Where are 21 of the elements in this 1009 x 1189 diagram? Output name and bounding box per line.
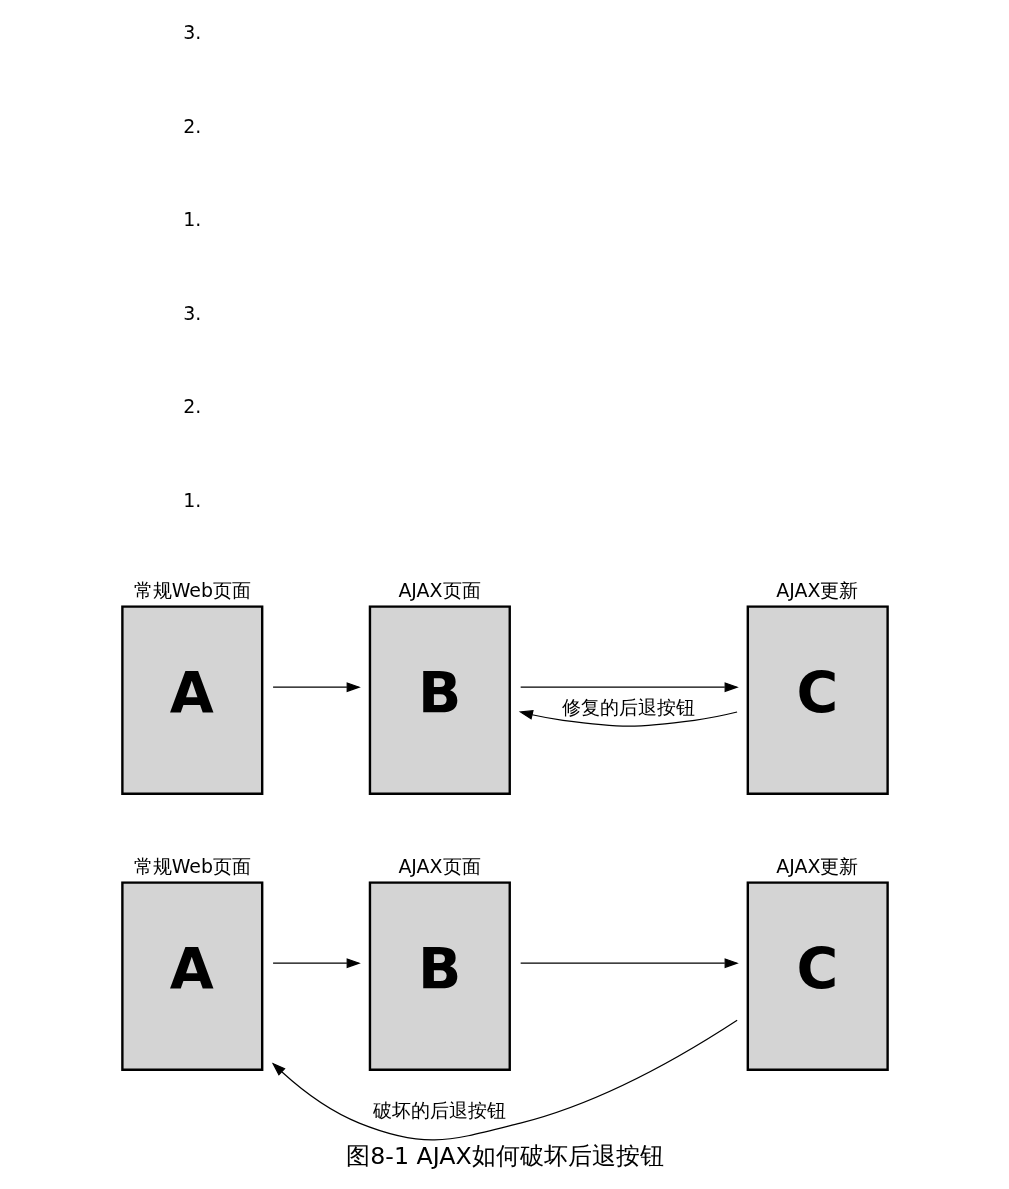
- node-label: AJAX更新: [775, 854, 858, 877]
- label: 3.: [182, 21, 201, 43]
- caption: 图8-1 AJAX如何破坏后退按钮: [345, 1141, 664, 1170]
- node-label: 常规Web页面: [133, 854, 251, 877]
- edge-label: 修复的后退按钮: [561, 696, 695, 719]
- arrow: [271, 1019, 738, 1141]
- node-label: AJAX页面: [397, 578, 481, 601]
- label: 1.: [182, 488, 201, 511]
- label: 2.: [182, 395, 201, 418]
- node-label: AJAX页面: [397, 854, 481, 877]
- label: 3.: [182, 301, 201, 324]
- arrow: [519, 958, 739, 969]
- node-label: 常规Web页面: [133, 578, 251, 601]
- label: 1.: [182, 208, 201, 231]
- arrow: [272, 682, 361, 693]
- edge-label: 破坏的后退按钮: [372, 1098, 506, 1121]
- arrow: [519, 682, 739, 693]
- arrow: [272, 958, 361, 969]
- label: 2.: [182, 114, 201, 137]
- node-label: AJAX更新: [775, 578, 858, 601]
- arrow: [518, 710, 738, 727]
